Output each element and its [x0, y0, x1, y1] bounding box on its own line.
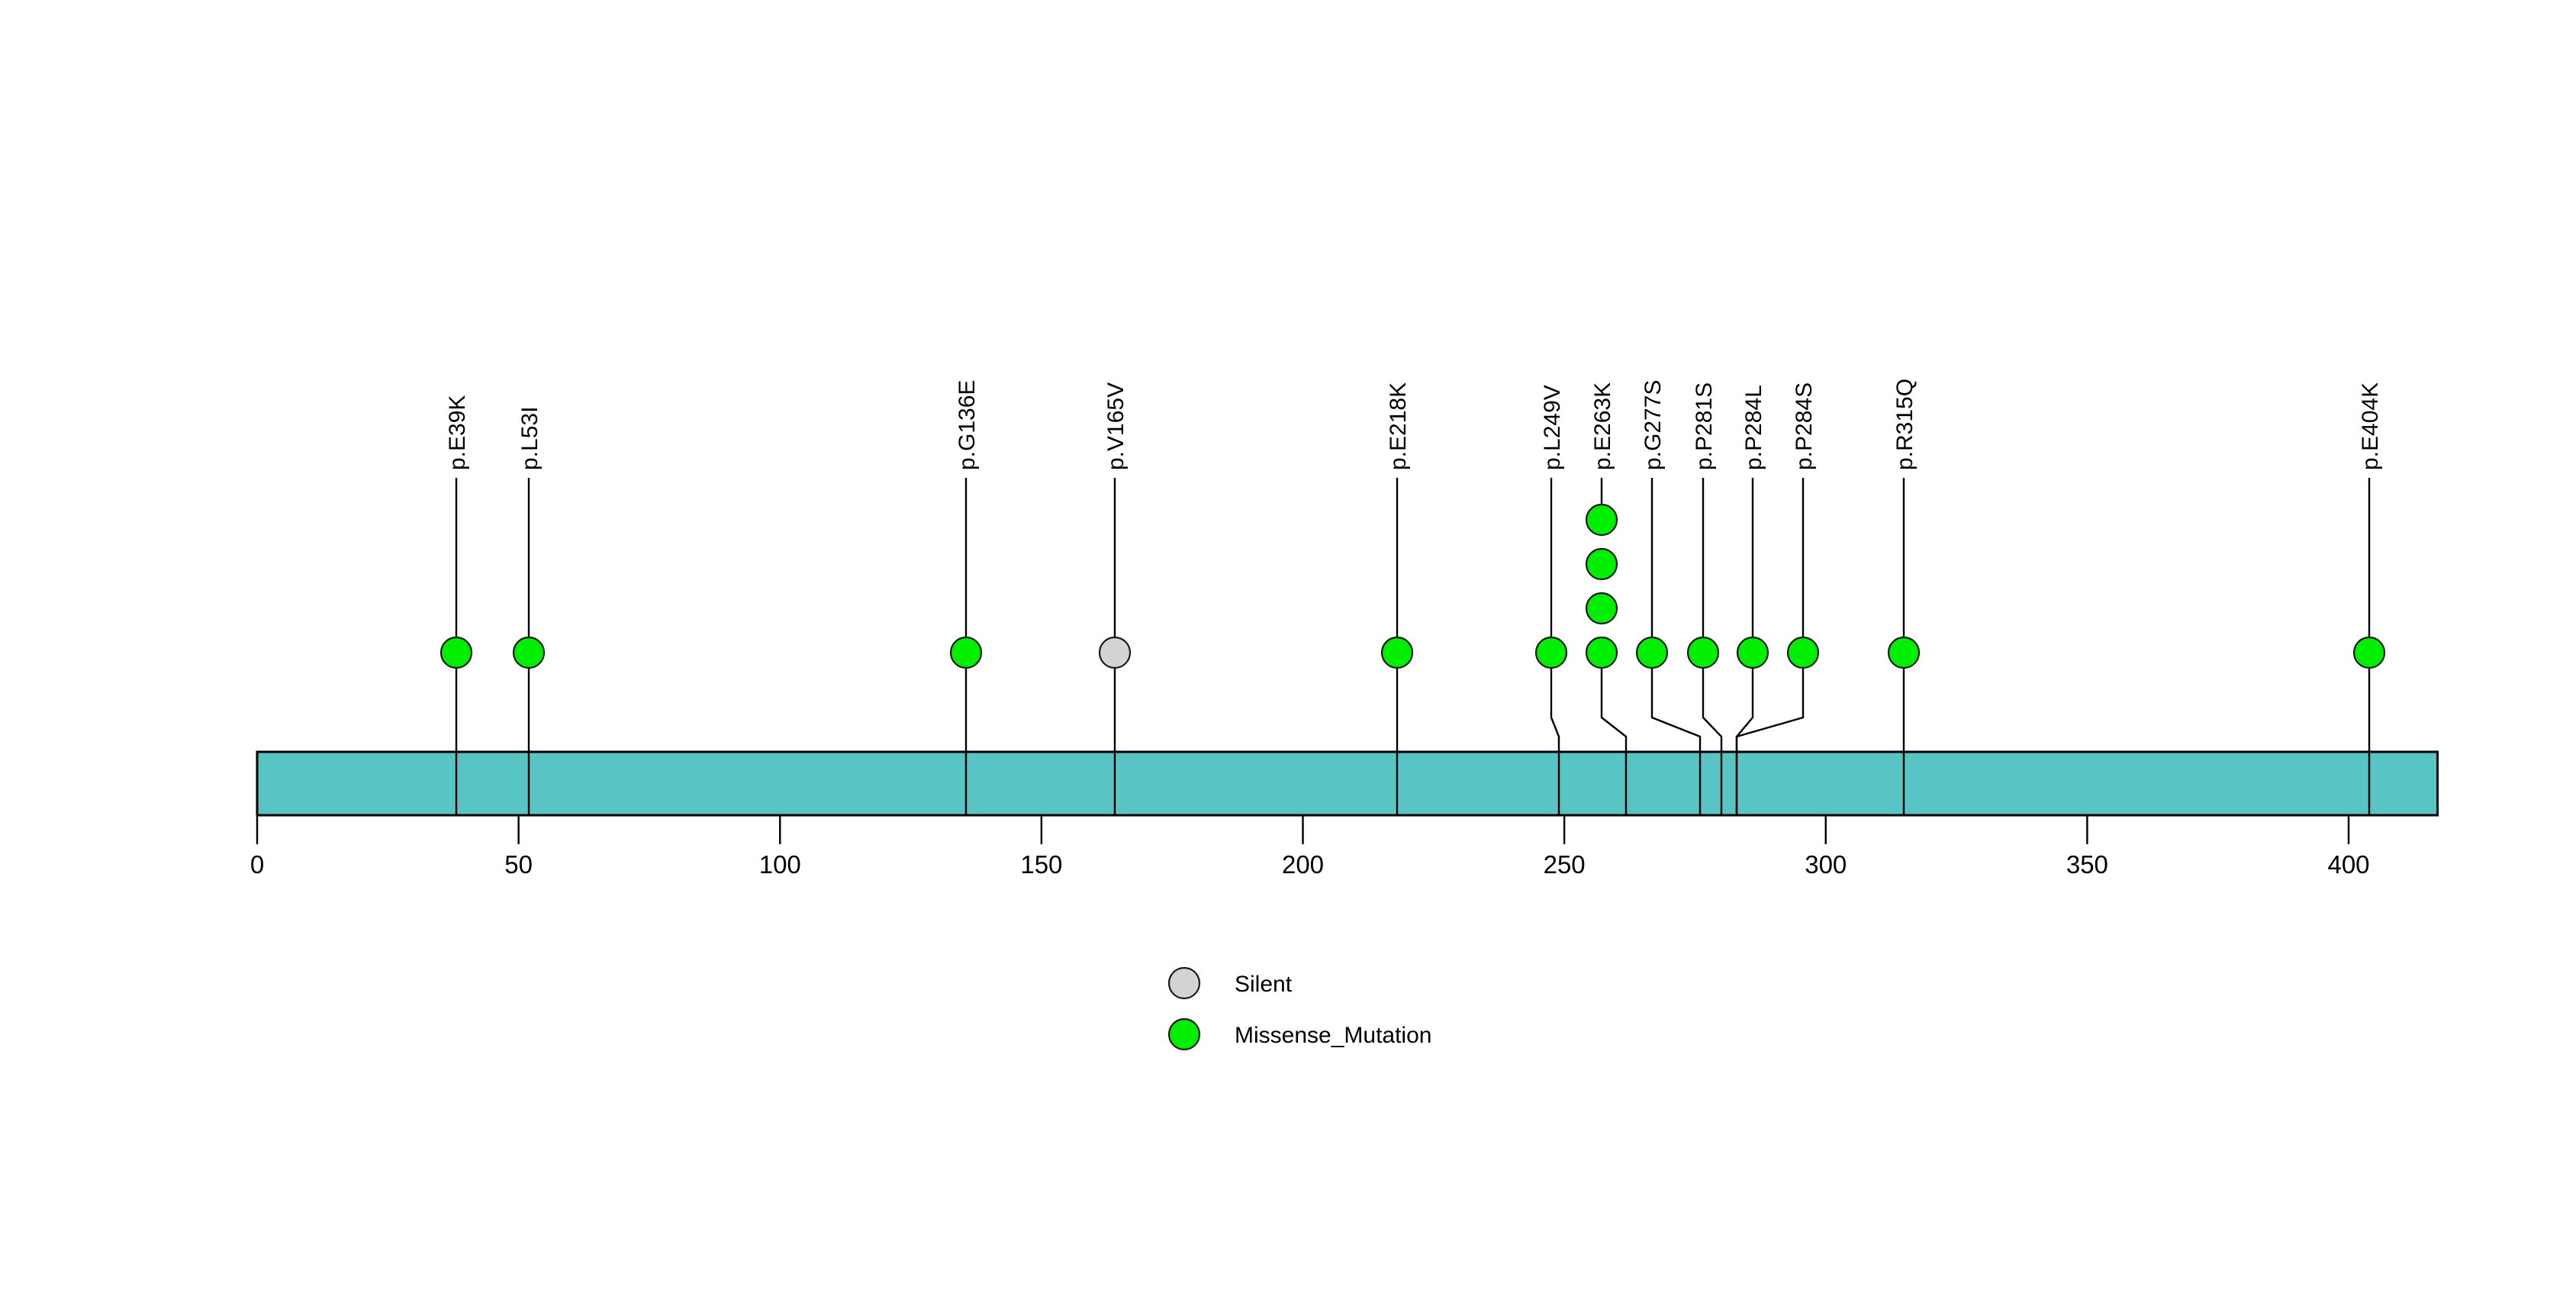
mutation-marker[interactable] — [1380, 636, 1414, 669]
mutation-marker[interactable] — [1534, 636, 1568, 669]
mutation-marker[interactable] — [1686, 636, 1720, 669]
protein-domain-bar — [256, 750, 2439, 817]
lollipop-stem-connector — [1702, 668, 1723, 815]
mutation-marker[interactable] — [2352, 636, 2386, 669]
axis-tick-label: 150 — [1020, 850, 1062, 879]
x-axis-layer: 0 50 100 150 200 250 300 350 400 — [250, 815, 2370, 879]
mutation-label: p.L249V — [1540, 385, 1565, 470]
axis-tick-label: 350 — [2066, 850, 2108, 879]
mutation-label: p.E218K — [1386, 382, 1411, 470]
legend-label: Missense_Mutation — [1235, 1023, 1431, 1048]
lollipop-stem-connector — [1600, 668, 1628, 815]
mutation-label: p.P281S — [1692, 382, 1717, 470]
mutation-label: p.E263K — [1590, 382, 1615, 470]
mutation-label: p.P284S — [1792, 382, 1817, 470]
mutation-marker[interactable] — [1585, 547, 1618, 581]
mutation-label: p.L53I — [517, 407, 543, 470]
mutation-label: p.P284L — [1741, 385, 1766, 470]
mutation-marker[interactable] — [1736, 636, 1769, 669]
axis-tick-label: 100 — [759, 850, 801, 879]
mutation-marker[interactable] — [949, 636, 983, 669]
legend-swatch[interactable] — [1167, 1017, 1201, 1051]
mutation-marker[interactable] — [512, 636, 546, 669]
lollipop-marker-layer — [440, 503, 2386, 669]
protein-domain-bar-layer — [256, 750, 2439, 817]
mutation-label: p.R315Q — [1892, 379, 1918, 470]
axis-tick-label: 200 — [1282, 850, 1324, 879]
mutation-marker[interactable] — [1585, 592, 1618, 625]
mutation-label: p.E39K — [445, 395, 470, 470]
mutation-label: p.G277S — [1641, 380, 1666, 470]
mutation-marker[interactable] — [1585, 636, 1618, 669]
mutation-label: p.G136E — [955, 380, 980, 470]
mutation-marker[interactable] — [440, 636, 473, 669]
mutation-marker[interactable] — [1635, 636, 1669, 669]
axis-tick-label: 400 — [2327, 850, 2369, 879]
axis-tick-label: 0 — [250, 850, 264, 879]
mutation-label: p.E404K — [2358, 382, 2383, 470]
axis-tick-label: 300 — [1805, 850, 1847, 879]
mutation-marker[interactable] — [1098, 636, 1132, 669]
lollipop-stem-connector — [1735, 668, 1805, 815]
mutation-marker[interactable] — [1786, 636, 1820, 669]
mutation-marker[interactable] — [1585, 503, 1618, 537]
legend-label: Silent — [1235, 972, 1293, 997]
lollipop-stem-layer — [455, 478, 2371, 815]
mutation-label-layer: p.E39K p.L53I p.G136E p.V165V p.E218K p.L249V… — [445, 379, 2383, 470]
mutation-marker[interactable] — [1887, 636, 1921, 669]
lollipop-stem-connector — [1650, 668, 1702, 815]
lollipop-stem-connector — [1550, 668, 1560, 815]
mutation-label: p.V165V — [1103, 382, 1129, 470]
axis-tick-label: 250 — [1544, 850, 1586, 879]
legend-swatch[interactable] — [1167, 966, 1201, 1000]
axis-tick-label: 50 — [504, 850, 533, 879]
